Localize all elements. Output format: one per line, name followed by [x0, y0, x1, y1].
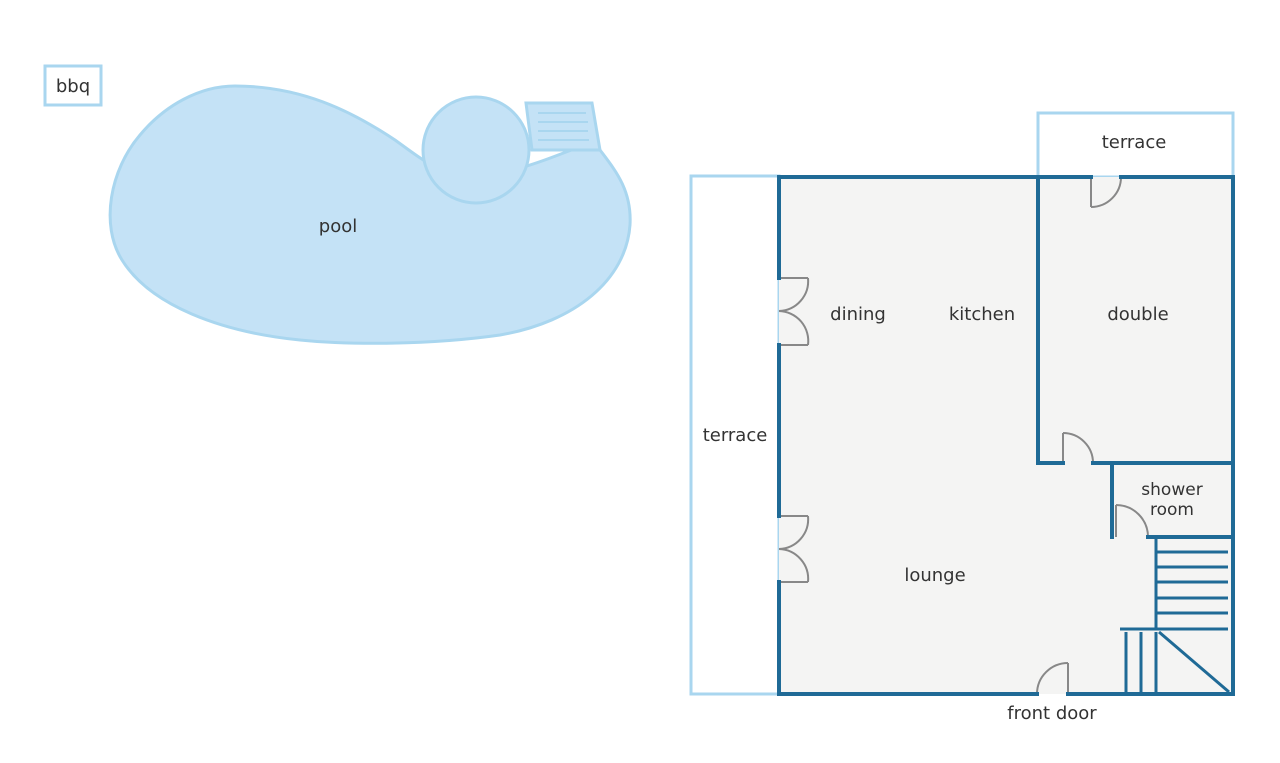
shower-room-label-line1: shower: [1141, 480, 1202, 500]
shower-room-label-line2: room: [1150, 500, 1194, 520]
pool-area: pool: [108, 84, 632, 345]
house-floor: [779, 177, 1233, 694]
door-shower-room: [1115, 504, 1149, 538]
door-dining-french: [778, 277, 810, 346]
dining-label: dining: [830, 304, 886, 325]
terrace-top-label: terrace: [1102, 132, 1167, 153]
bbq-outline: [43, 64, 103, 107]
lounge-label: lounge: [904, 565, 965, 586]
staircase: [1120, 537, 1230, 694]
door-lounge-french: [778, 515, 810, 583]
terrace-top-outline: [1036, 111, 1235, 179]
bbq-label: bbq: [56, 76, 90, 97]
door-swings: [778, 176, 1149, 695]
door-double: [1062, 432, 1094, 464]
door-front: [1036, 662, 1069, 695]
terrace-left: terrace: [689, 174, 781, 696]
double-label: double: [1107, 304, 1168, 325]
terrace-top: terrace: [1036, 111, 1235, 179]
pool-label: pool: [319, 216, 357, 237]
front-door-label: front door: [1007, 703, 1097, 724]
terrace-left-outline: [689, 174, 781, 696]
hot-tub: [421, 95, 531, 205]
walls: [777, 175, 1235, 696]
door-terrace-top: [1090, 176, 1122, 208]
bbq-area: bbq: [43, 64, 103, 107]
terrace-left-label: terrace: [703, 425, 768, 446]
pool-steps: [524, 101, 602, 152]
kitchen-label: kitchen: [949, 304, 1015, 325]
